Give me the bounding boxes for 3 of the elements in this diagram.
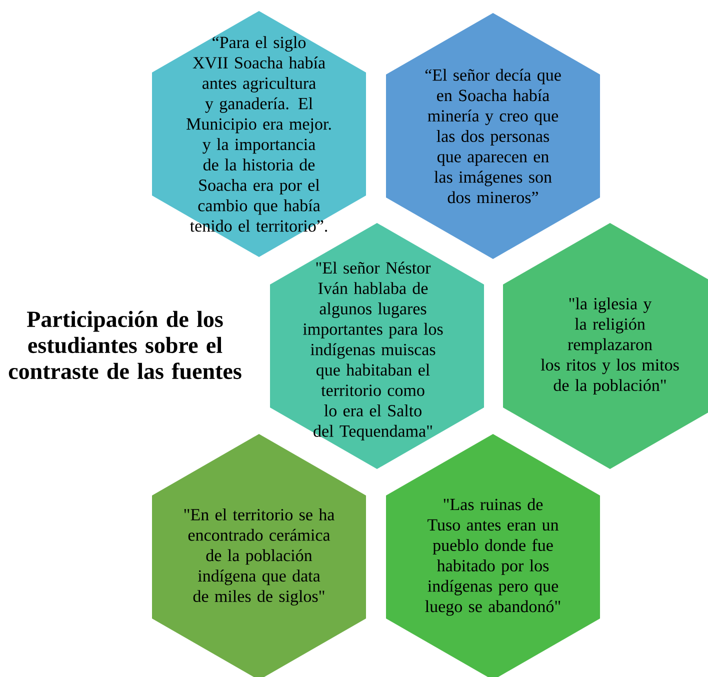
hexagon: "la iglesia y la religión remplazaron los ritos y los mitos de la población" [503,223,708,469]
title: Participación de los estudiantes sobre el contraste de las fuentes [8,310,242,380]
hexagon: “El señor decía que en Soacha había minería y creo que las dos personas que aparecen en las imágenes son dos mineros” [386,13,600,259]
